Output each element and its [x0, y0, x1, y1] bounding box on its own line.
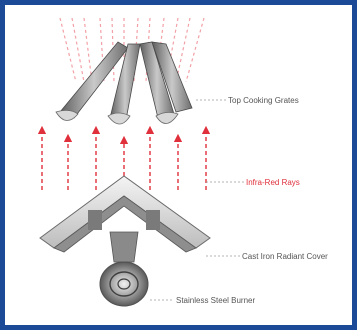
label-infra-red-rays: Infra-Red Rays — [246, 178, 300, 187]
label-stainless-steel-burner: Stainless Steel Burner — [176, 296, 255, 305]
label-cast-iron-radiant-cover: Cast Iron Radiant Cover — [242, 252, 328, 261]
label-top-cooking-grates: Top Cooking Grates — [228, 96, 299, 105]
leader-lines — [150, 100, 244, 300]
burner — [100, 232, 148, 306]
